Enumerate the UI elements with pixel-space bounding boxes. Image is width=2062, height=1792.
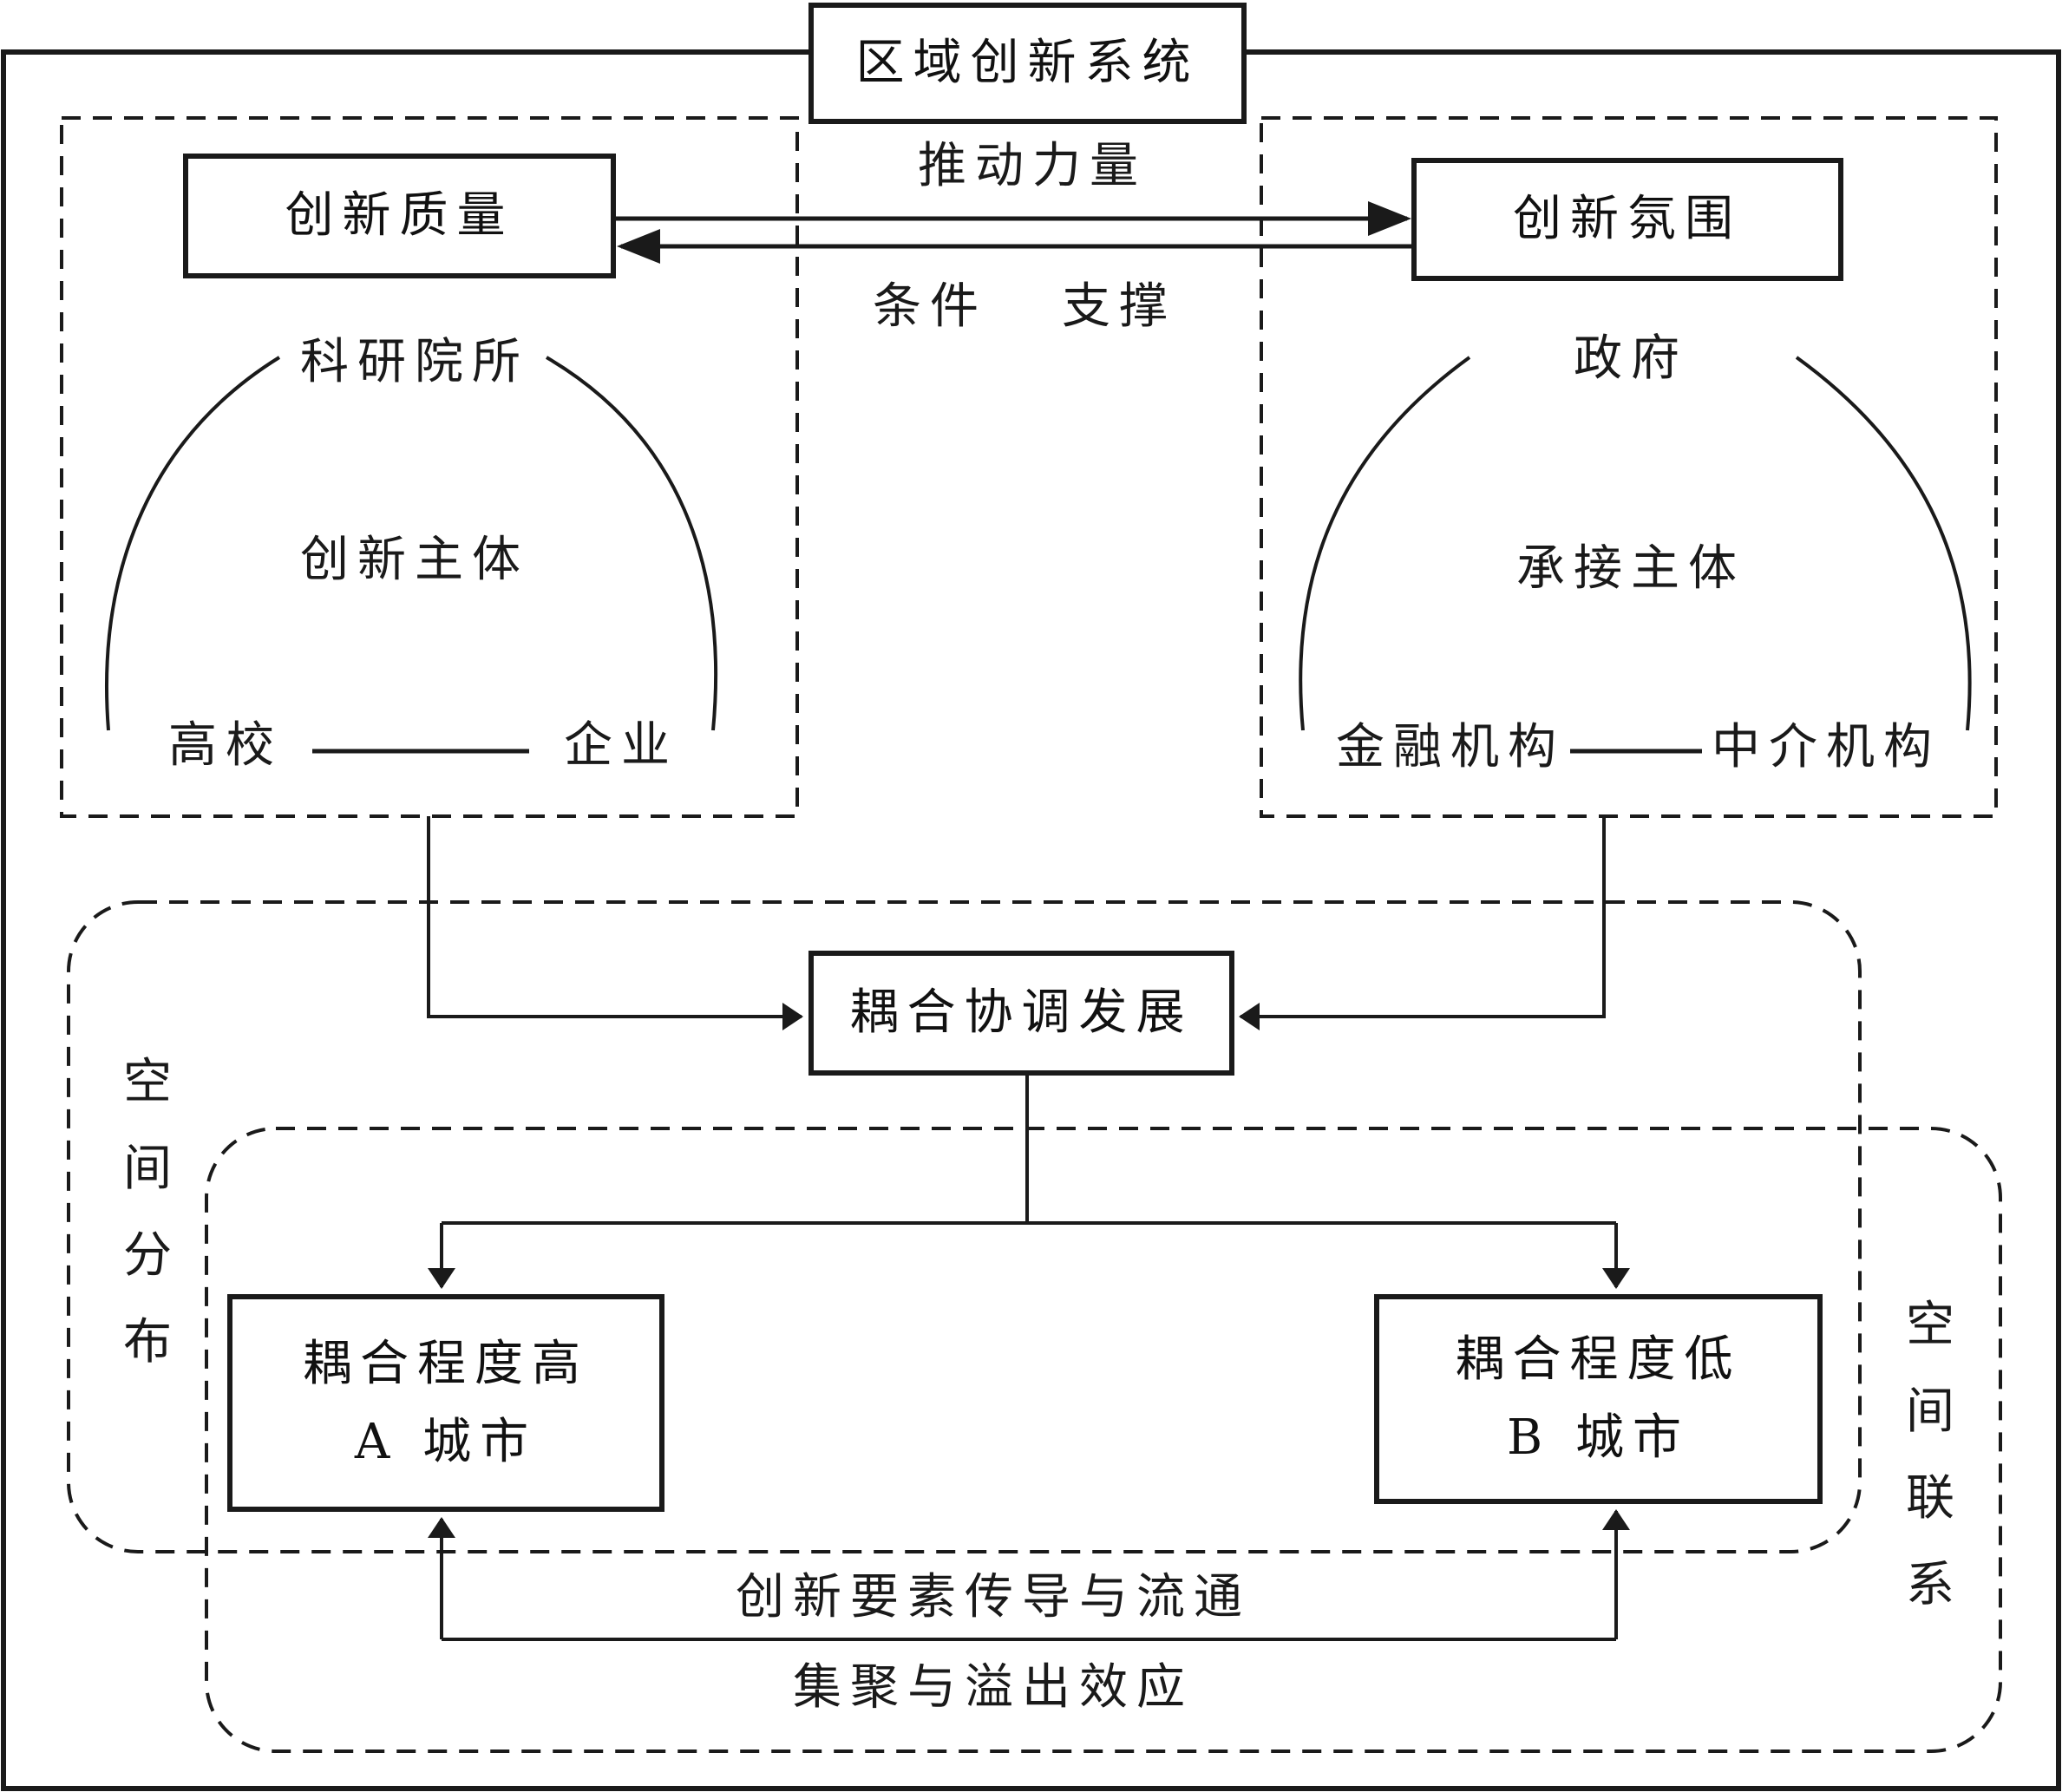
city-b-name: B 城市 bbox=[1507, 1409, 1690, 1466]
city-a-coupling-text: 耦合程度高 bbox=[303, 1335, 589, 1392]
government-label: 政府 bbox=[1574, 330, 1688, 387]
spatial-distribution-char: 布 bbox=[123, 1314, 172, 1370]
title-box: 区域创新系统 bbox=[808, 3, 1247, 124]
spatial-distribution-char: 分 bbox=[123, 1227, 172, 1284]
spatial-linkage-region bbox=[205, 1127, 2002, 1753]
outer-frame bbox=[1, 49, 2061, 1791]
innovation-atmosphere-text: 创新氛围 bbox=[1513, 191, 1742, 248]
left-to-coupling-arrow bbox=[427, 816, 803, 1030]
agglomeration-spillover-label: 集聚与溢出效应 bbox=[793, 1659, 1194, 1716]
receiving-subject-group bbox=[1260, 116, 1998, 818]
support-label: 支撑 bbox=[1062, 278, 1176, 335]
innovation-subject-label: 创新主体 bbox=[300, 532, 529, 588]
city-b-coupling-text: 耦合程度低 bbox=[1455, 1331, 1742, 1389]
receiving-arc-left bbox=[1299, 356, 1471, 731]
spatial-distribution-region bbox=[67, 900, 1862, 1553]
enterprise-label: 企业 bbox=[564, 717, 678, 774]
condition-label: 条件 bbox=[873, 278, 987, 335]
spatial-linkage-char: 间 bbox=[1906, 1383, 1954, 1440]
spatial-distribution-label: 空 间 分 布 bbox=[121, 1058, 173, 1405]
university-label: 高校 bbox=[168, 717, 283, 774]
factor-flow-label: 创新要素传导与流通 bbox=[736, 1569, 1251, 1625]
innovation-quality-text: 创新质量 bbox=[285, 187, 514, 245]
city-a-box: 耦合程度高 A 城市 bbox=[227, 1294, 664, 1512]
spatial-linkage-char: 系 bbox=[1906, 1557, 1954, 1613]
title-text: 区域创新系统 bbox=[855, 35, 1200, 92]
receiving-arc-right bbox=[1795, 356, 1972, 731]
coupling-coordination-box: 耦合协调发展 bbox=[808, 951, 1234, 1076]
coupling-coordination-text: 耦合协调发展 bbox=[849, 984, 1194, 1042]
spatial-distribution-char: 间 bbox=[123, 1141, 172, 1197]
city-b-box: 耦合程度低 B 城市 bbox=[1374, 1294, 1823, 1504]
innovation-arc-left bbox=[105, 356, 281, 731]
spatial-linkage-char: 空 bbox=[1906, 1297, 1954, 1353]
spatial-distribution-char: 空 bbox=[123, 1054, 172, 1110]
research-institutes-label: 科研院所 bbox=[300, 334, 529, 390]
innovation-quality-box: 创新质量 bbox=[183, 154, 616, 278]
innovation-arc-right bbox=[545, 356, 718, 731]
city-a-name: A 城市 bbox=[354, 1413, 538, 1470]
receiving-subject-label: 承接主体 bbox=[1516, 540, 1745, 597]
driving-force-label: 推动力量 bbox=[918, 138, 1147, 194]
financial-institutions-label: 金融机构 bbox=[1336, 719, 1565, 775]
spatial-linkage-label: 空 间 联 系 bbox=[1904, 1301, 1956, 1648]
innovation-atmosphere-box: 创新氛围 bbox=[1411, 158, 1843, 281]
spatial-linkage-char: 联 bbox=[1906, 1470, 1954, 1527]
intermediary-institutions-label: 中介机构 bbox=[1712, 719, 1941, 775]
right-to-coupling-arrow bbox=[1239, 816, 1606, 1030]
